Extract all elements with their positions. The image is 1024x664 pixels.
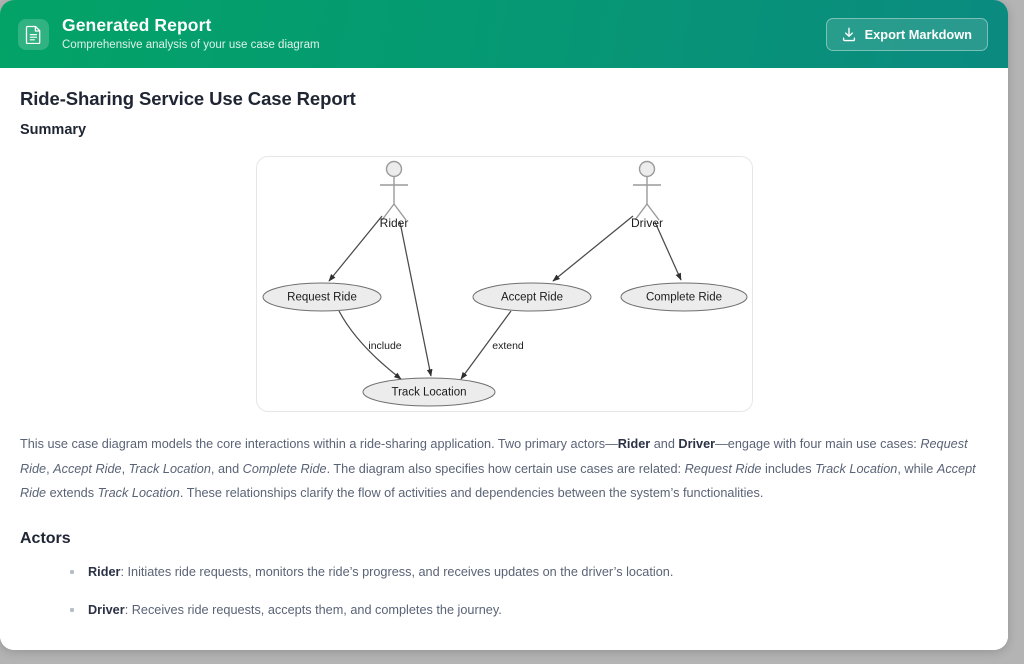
use-case-ellipse (362, 377, 495, 407)
actor-description-driver: : Receives ride requests, accepts them, … (124, 602, 502, 617)
use-case-label-request-ride: Request Ride (287, 292, 357, 304)
summary-uc-3: Track Location (128, 461, 211, 476)
edge-label-extend: extend (492, 340, 524, 352)
summary-uc-5: Request Ride (684, 461, 762, 476)
summary-sep-1: , (46, 461, 54, 476)
summary-text-part4: . The diagram also specifies how certain… (326, 461, 685, 476)
summary-uc-2: Accept Ride (53, 461, 122, 476)
rider-legs (380, 203, 407, 221)
use-case-ellipse (262, 282, 381, 312)
list-item: Driver: Receives ride requests, accepts … (20, 600, 988, 620)
diagram-svg: include extend Rider Driver (262, 160, 747, 407)
actors-heading: Actors (20, 529, 71, 547)
actor-description-rider: : Initiates ride requests, monitors the … (120, 564, 674, 579)
download-icon (842, 27, 856, 42)
summary-uc-8: Track Location (97, 486, 180, 500)
summary-text-part8: . These relationships clarify the flow o… (179, 486, 764, 500)
list-item: Rider: Initiates ride requests, monitors… (20, 562, 988, 582)
summary-actor-rider: Rider (617, 437, 651, 451)
actor-label-driver: Driver (631, 216, 663, 230)
app-subtitle: Comprehensive analysis of your use case … (62, 39, 320, 51)
edge-label-include: include (368, 340, 401, 352)
actor-rider: Rider (379, 160, 408, 230)
edge-rider-track-location (398, 221, 432, 377)
rider-head-icon (385, 160, 402, 178)
page-title: Ride-Sharing Service Use Case Report (20, 88, 356, 109)
document-icon (18, 18, 49, 50)
actor-label-rider: Rider (379, 216, 408, 230)
actor-driver: Driver (631, 160, 663, 230)
export-button-label: Export Markdown (864, 26, 972, 42)
summary-text-part7: extends (46, 486, 98, 500)
summary-text-part1: This use case diagram models the core in… (20, 437, 618, 451)
use-case-ellipse (472, 282, 591, 312)
summary-text-part5: includes (761, 461, 816, 476)
summary-text-part3: —engage with four main use cases: (715, 437, 921, 451)
use-case-track-location: Track Location (362, 377, 495, 407)
actor-name-driver: Driver (88, 602, 125, 617)
summary-sep-2: , (121, 461, 129, 476)
driver-legs (633, 203, 660, 221)
edge-rider-request-ride (328, 215, 382, 282)
use-case-accept-ride: Accept Ride (472, 282, 591, 312)
edge-accept-ride-track-location (459, 310, 512, 380)
edge-request-ride-track-location (337, 310, 402, 380)
app-title: Generated Report (62, 15, 212, 35)
report-window: Generated Report Comprehensive analysis … (0, 0, 1008, 650)
report-body[interactable]: Ride-Sharing Service Use Case Report Sum… (0, 68, 1008, 650)
use-case-complete-ride: Complete Ride (620, 282, 747, 312)
use-case-diagram: include extend Rider Driver (255, 156, 753, 412)
summary-sep-3: , and (210, 461, 243, 476)
summary-uc-6: Track Location (815, 461, 898, 476)
summary-uc-1: Request Ride (20, 437, 968, 476)
app-header: Generated Report Comprehensive analysis … (0, 0, 1008, 68)
summary-text-part6: , while (897, 461, 937, 476)
use-case-request-ride: Request Ride (262, 282, 381, 312)
summary-actor-driver: Driver (678, 437, 716, 451)
summary-uc-4: Complete Ride (242, 461, 327, 476)
use-case-label-track-location: Track Location (391, 387, 466, 399)
use-case-label-accept-ride: Accept Ride (500, 292, 562, 304)
use-case-ellipse (620, 282, 747, 312)
header-text-group: Generated Report Comprehensive analysis … (62, 15, 320, 53)
edge-driver-complete-ride (653, 221, 682, 281)
header-left-group: Generated Report Comprehensive analysis … (18, 15, 826, 53)
summary-paragraph: This use case diagram models the core in… (20, 432, 988, 506)
actors-list: Rider: Initiates ride requests, monitors… (20, 562, 988, 620)
summary-heading: Summary (20, 122, 87, 138)
use-case-label-complete-ride: Complete Ride (645, 292, 721, 304)
driver-head-icon (638, 160, 655, 178)
export-markdown-button[interactable]: Export Markdown (825, 17, 988, 51)
summary-uc-7: Accept Ride (20, 461, 976, 501)
summary-text-part2: and (650, 437, 679, 451)
actor-name-rider: Rider (88, 564, 121, 579)
edge-driver-accept-ride (551, 215, 633, 282)
